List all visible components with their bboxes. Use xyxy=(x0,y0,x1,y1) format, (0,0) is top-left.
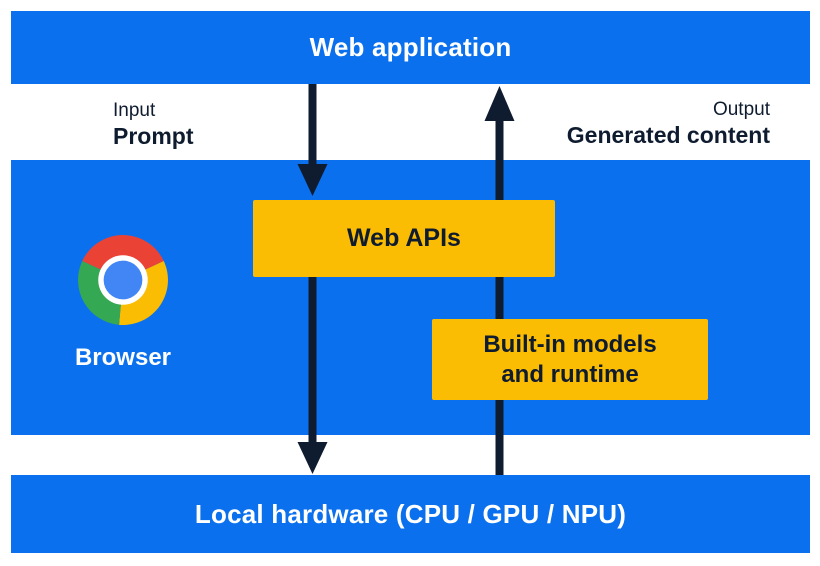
local-hardware-bar: Local hardware (CPU / GPU / NPU) xyxy=(11,475,810,553)
output-block: Output Generated content xyxy=(567,98,770,149)
chrome-logo-icon xyxy=(78,235,168,325)
browser-label: Browser xyxy=(74,344,172,371)
up-arrow xyxy=(484,86,515,475)
web-application-label: Web application xyxy=(309,32,512,62)
builtin-models-line1: Built-in models xyxy=(483,330,657,358)
builtin-models-label: Built-in models and runtime xyxy=(483,330,656,390)
input-title: Input xyxy=(113,100,156,121)
web-apis-label: Web APIs xyxy=(347,224,461,252)
down-arrow xyxy=(297,84,328,474)
input-value: Prompt xyxy=(113,123,194,149)
builtin-models-box: Built-in models and runtime xyxy=(432,319,708,400)
web-application-bar: Web application xyxy=(11,11,810,84)
web-apis-box: Web APIs xyxy=(253,200,555,277)
input-block: Input Prompt xyxy=(113,99,194,150)
builtin-models-line2: and runtime xyxy=(501,360,639,388)
output-value: Generated content xyxy=(566,122,770,148)
local-hardware-label: Local hardware (CPU / GPU / NPU) xyxy=(194,498,627,529)
output-title: Output xyxy=(712,99,770,120)
